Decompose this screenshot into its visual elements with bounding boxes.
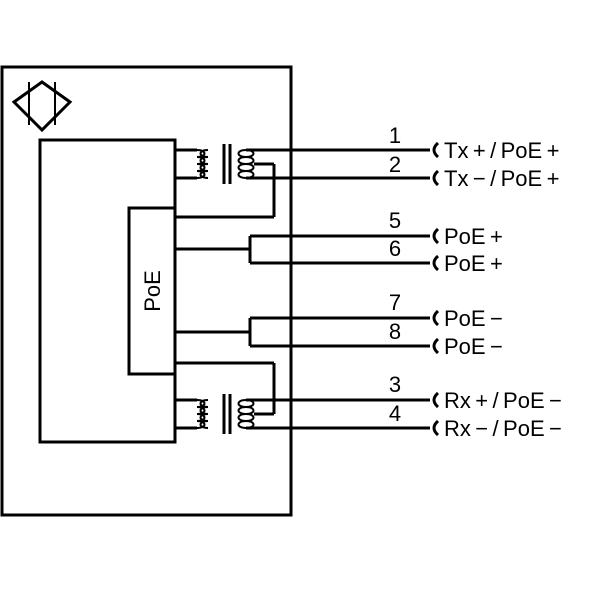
pin-number: 3 [389, 372, 401, 397]
pin-label: Tx − / PoE + [444, 166, 559, 191]
pin-number: 7 [389, 290, 401, 315]
pin-label: Rx + / PoE − [444, 388, 562, 413]
sensor-symbol-icon [11, 80, 73, 133]
poe-module-label: PoE [140, 270, 165, 312]
pin-number: 6 [389, 236, 401, 261]
pin-number: 2 [389, 152, 401, 177]
pin-label: Rx − / PoE − [444, 416, 562, 441]
device-housing [0, 65, 293, 517]
connector-terminals [432, 141, 440, 437]
pin-number: 8 [389, 319, 401, 344]
pin-label: PoE − [444, 306, 503, 331]
pin-label: PoE + [444, 224, 503, 249]
pin-number: 5 [389, 208, 401, 233]
upper-transformer-icon [175, 144, 276, 219]
pin-number: 4 [389, 401, 401, 426]
pin-number: 1 [389, 123, 401, 148]
pin-label: Tx + / PoE + [444, 138, 559, 163]
pin-label: PoE − [444, 334, 503, 359]
poe-module [127, 206, 177, 376]
lower-transformer-icon [175, 361, 276, 434]
pin-label: PoE + [444, 251, 503, 276]
